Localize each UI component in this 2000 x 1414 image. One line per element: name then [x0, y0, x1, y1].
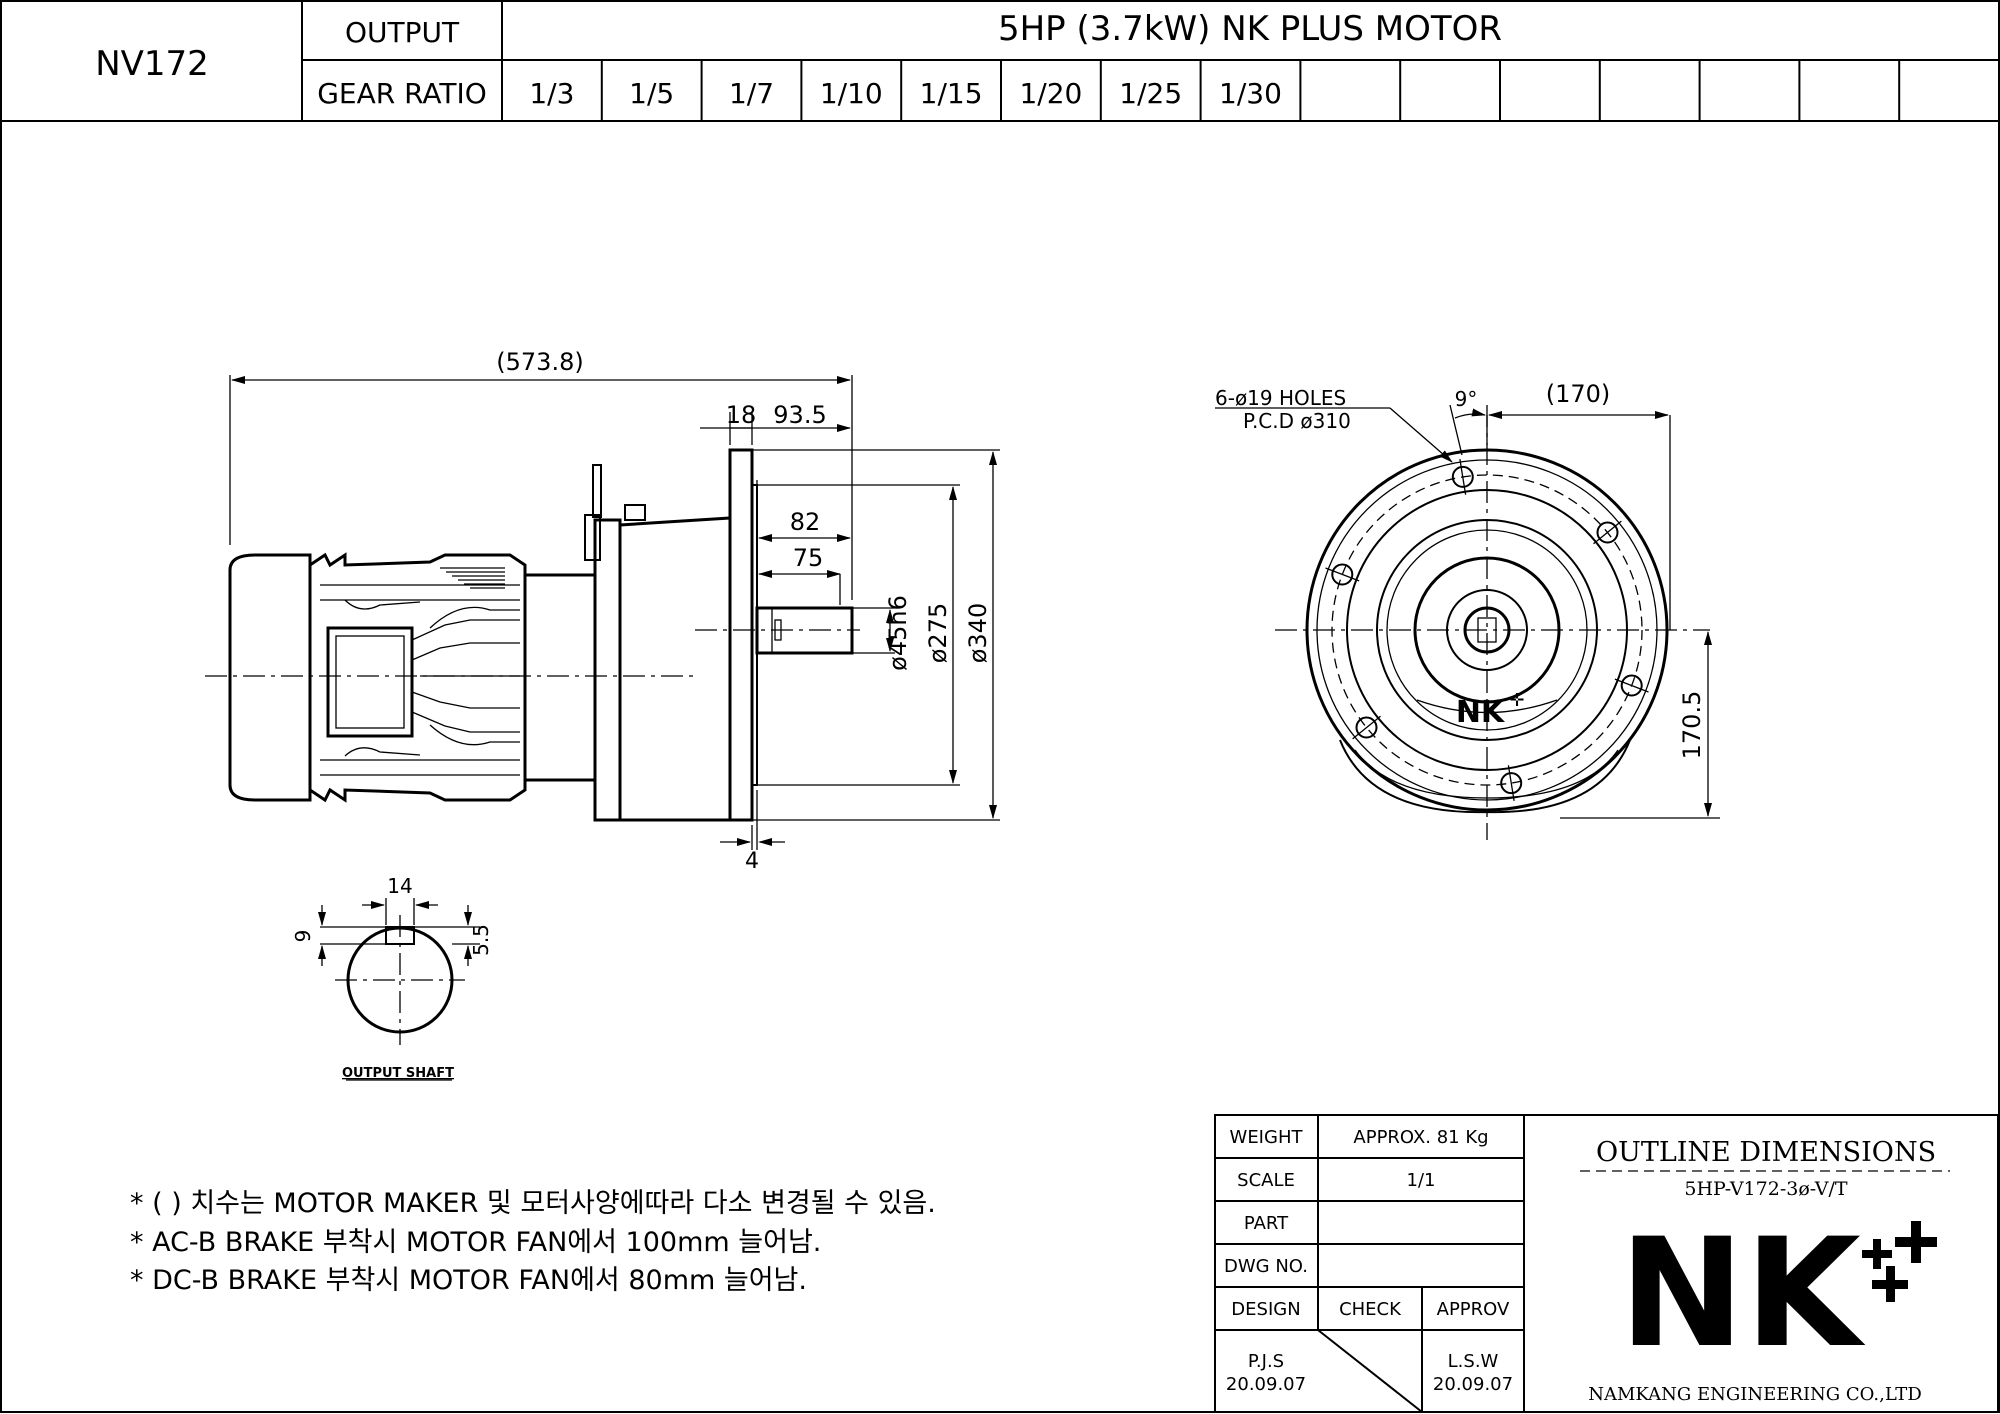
dwg-no-label: DWG NO. — [1224, 1256, 1308, 1277]
scale-label: SCALE — [1237, 1170, 1295, 1191]
weight-label: WEIGHT — [1230, 1127, 1304, 1148]
note-1: * ( ) 치수는 MOTOR MAKER 및 모터사양에따라 다소 변경될 수… — [130, 1188, 936, 1219]
bolt-hole-centerline — [1593, 520, 1622, 545]
logo-plus-icon — [1862, 1221, 1937, 1302]
dim-170: (170) — [1546, 380, 1611, 408]
part-label: PART — [1244, 1213, 1289, 1234]
dim-key-height: 5.5 — [469, 924, 493, 956]
approv-label: APPROV — [1437, 1299, 1510, 1320]
output-label: OUTPUT — [345, 16, 460, 49]
gear-ratio-cell: 1/15 — [920, 77, 983, 110]
bolt-hole-centerline — [1325, 567, 1360, 582]
front-view: NK ✛ 6-ø19 HOLES P.C.D ø310 9° (170) 170… — [1215, 380, 1720, 840]
design-label: DESIGN — [1231, 1299, 1300, 1320]
dim-key-width: 14 — [387, 874, 412, 898]
output-shaft-detail: 14 9 5.5 OUTPUT SHAFT — [291, 874, 493, 1081]
dim-shaft-length: 93.5 — [773, 401, 826, 429]
title-block: WEIGHT APPROX. 81 Kg SCALE 1/1 PART DWG … — [1214, 1114, 1999, 1413]
dim-spigot-diameter: ø275 — [924, 603, 952, 664]
dim-flange-thickness: 18 — [726, 401, 757, 429]
bolt-hole — [1331, 563, 1354, 586]
outline-code: 5HP-V172-3ø-V/T — [1684, 1178, 1848, 1200]
bolt-hole-centerline — [1614, 678, 1649, 693]
gear-ratio-cell: 1/30 — [1219, 77, 1282, 110]
weight-value: APPROX. 81 Kg — [1353, 1127, 1488, 1148]
dim-shaft-diameter: ø45h6 — [884, 595, 912, 671]
design-date: 20.09.07 — [1226, 1374, 1306, 1395]
gear-ratio-cell: 1/20 — [1019, 77, 1082, 110]
company-logo: NK — [1619, 1207, 1866, 1381]
bolt-hole — [1620, 674, 1643, 697]
approv-date: 20.09.07 — [1433, 1374, 1513, 1395]
design-name: P.J.S — [1248, 1351, 1284, 1372]
bolt-hole — [1355, 716, 1378, 739]
hole-angle: 9° — [1455, 387, 1478, 411]
holes-spec: 6-ø19 HOLES — [1215, 386, 1346, 410]
output-shaft-label: OUTPUT SHAFT — [342, 1066, 454, 1081]
note-2: * AC-B BRAKE 부착시 MOTOR FAN에서 100mm 늘어남. — [130, 1227, 821, 1258]
bolt-hole-centerline — [1459, 458, 1467, 495]
output-value: 5HP (3.7kW) NK PLUS MOTOR — [998, 9, 1502, 49]
bolt-hole-centerline — [1507, 765, 1515, 802]
dim-key-depth: 9 — [291, 930, 315, 943]
outline-title: OUTLINE DIMENSIONS — [1596, 1137, 1936, 1168]
gear-ratio-cell: 1/25 — [1119, 77, 1182, 110]
model-number: NV172 — [95, 44, 209, 84]
notes: * ( ) 치수는 MOTOR MAKER 및 모터사양에따라 다소 변경될 수… — [130, 1188, 936, 1296]
front-view-logo: NK — [1456, 695, 1506, 730]
gear-ratio-cell: 1/7 — [729, 77, 774, 110]
bolt-hole — [1500, 772, 1523, 795]
dim-170-5: 170.5 — [1678, 691, 1706, 760]
gear-ratio-cell: 1/10 — [820, 77, 883, 110]
pcd-spec: P.C.D ø310 — [1243, 409, 1351, 433]
dim-75: 75 — [793, 544, 824, 572]
side-view: (573.8) 18 93.5 82 75 ø45h6 ø275 ø340 4 — [205, 348, 1000, 874]
svg-text:✛: ✛ — [1509, 690, 1524, 711]
approv-name: L.S.W — [1448, 1351, 1499, 1372]
bolt-hole-centerline — [1352, 715, 1381, 740]
bolt-hole — [1451, 465, 1474, 488]
bolt-hole — [1596, 521, 1619, 544]
company-name: NAMKANG ENGINEERING CO.,LTD — [1588, 1384, 1922, 1405]
dim-82: 82 — [790, 508, 821, 536]
check-label: CHECK — [1339, 1299, 1402, 1320]
scale-value: 1/1 — [1407, 1170, 1436, 1191]
gear-ratio-cell: 1/3 — [529, 77, 574, 110]
dim-flange-diameter: ø340 — [964, 603, 992, 664]
gear-ratio-cell: 1/5 — [629, 77, 674, 110]
note-3: * DC-B BRAKE 부착시 MOTOR FAN에서 80mm 늘어남. — [130, 1265, 807, 1296]
dim-overall-length: (573.8) — [496, 348, 583, 376]
dim-spigot-depth: 4 — [745, 849, 759, 874]
gear-ratio-label: GEAR RATIO — [317, 77, 487, 110]
